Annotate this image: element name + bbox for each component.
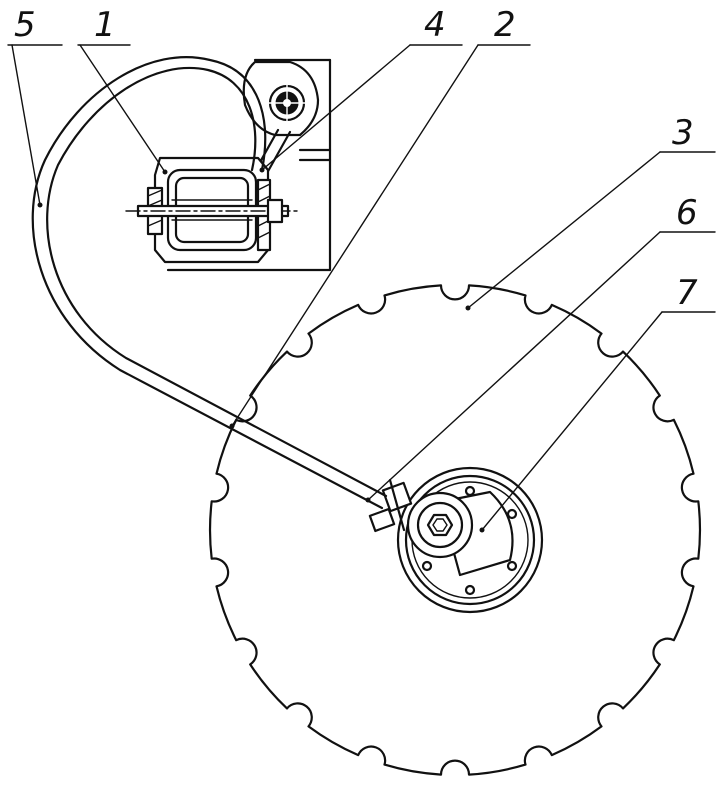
callout-1: 1: [94, 5, 116, 45]
spring-rod: [31, 56, 388, 510]
callout-leaders: [7, 44, 716, 531]
clamp-assembly: [125, 156, 301, 264]
callout-7: 7: [676, 273, 698, 313]
hub-bolt-holes: [421, 485, 518, 596]
callout-2: 2: [494, 5, 516, 45]
frame-beam: [166, 58, 332, 272]
clamp-nut: [266, 198, 284, 224]
leader-dots: [37, 167, 485, 533]
callout-6: 6: [676, 193, 698, 233]
hex-socket-icon: [426, 513, 454, 537]
callout-5: 5: [14, 5, 36, 45]
hub-assembly: [396, 466, 544, 614]
callout-3: 3: [672, 113, 694, 153]
callout-labels: 5 1 4 2 3 6 7: [14, 5, 698, 313]
rod-clamp: [368, 478, 413, 533]
callout-4: 4: [424, 5, 446, 45]
